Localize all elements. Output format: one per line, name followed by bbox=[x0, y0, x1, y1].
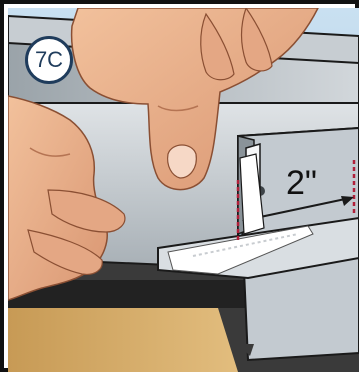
step-badge: 7C bbox=[25, 36, 73, 84]
step-badge-label: 7C bbox=[35, 47, 63, 73]
dimension-label: 2" bbox=[286, 166, 317, 200]
wood-board bbox=[8, 308, 238, 372]
